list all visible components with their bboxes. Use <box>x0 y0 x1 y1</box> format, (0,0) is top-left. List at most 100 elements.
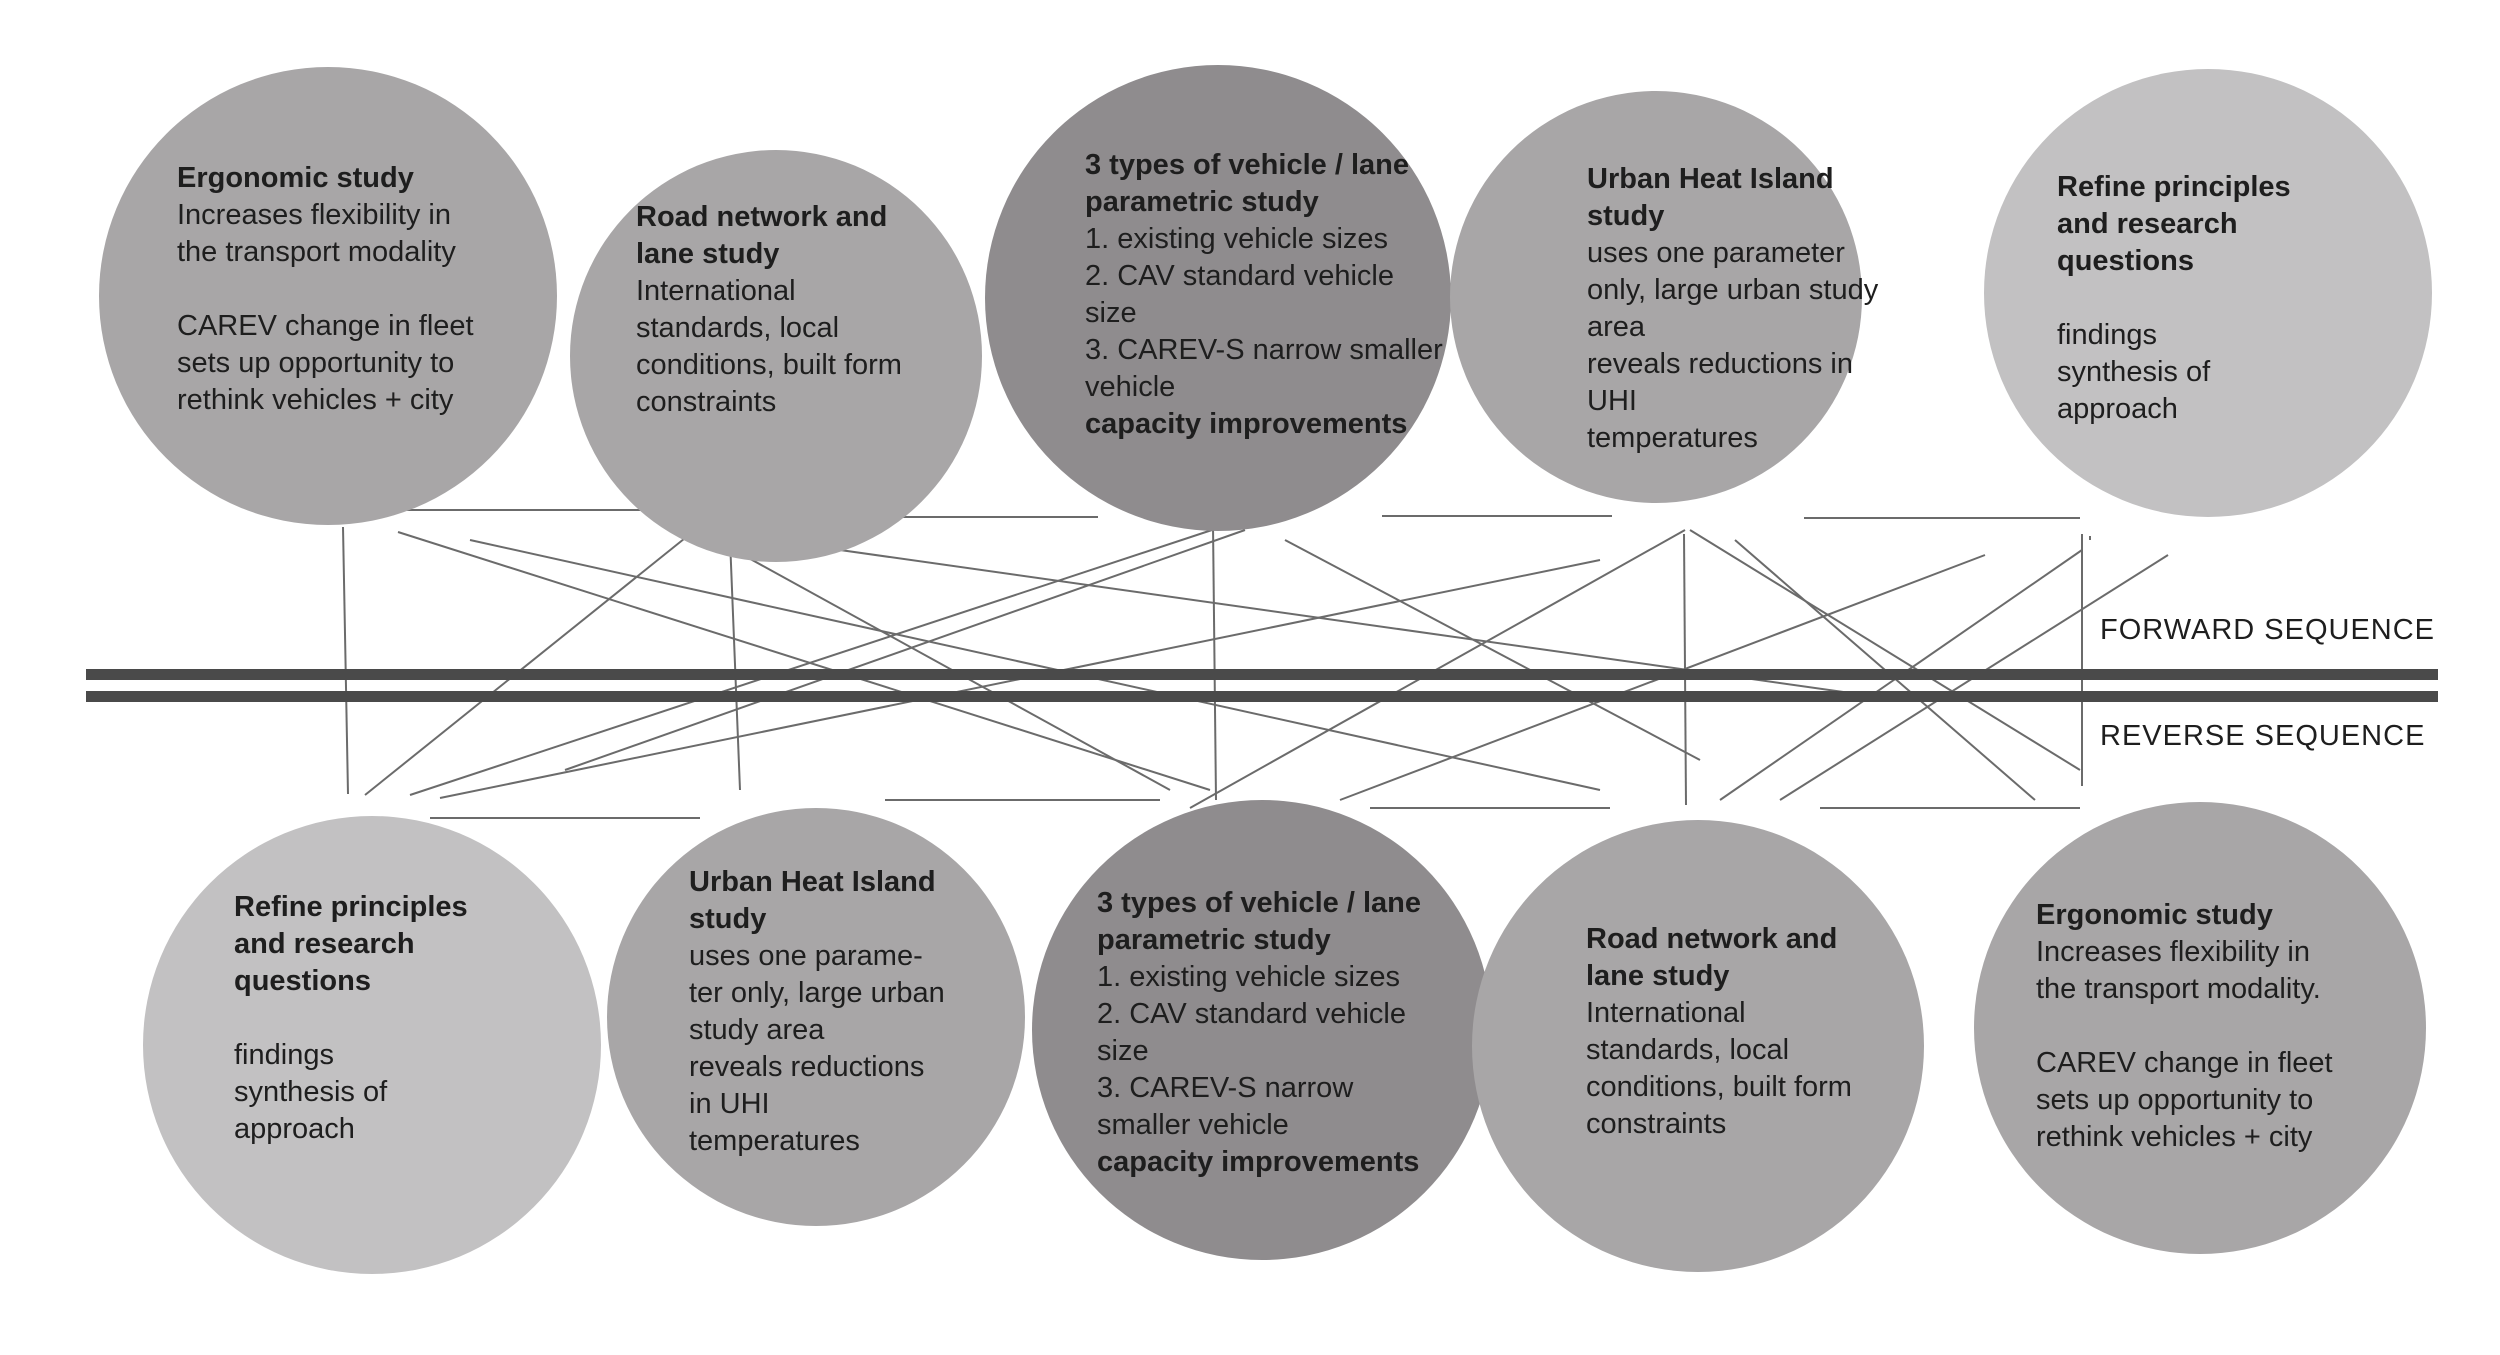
connector-line <box>469 539 1601 791</box>
circle-body-line: standards, local <box>636 312 840 344</box>
circle-emphasis-line: capacity improvements <box>1097 1146 1420 1178</box>
circle-body-line: ter only, large urban <box>689 977 945 1009</box>
connector-line <box>1212 524 1217 801</box>
circle-heading-line: and research <box>2057 208 2238 240</box>
circle-heading-line: Refine principles <box>2057 171 2291 203</box>
circle-body-line: CAREV change in fleet <box>177 310 474 342</box>
circle-body-line: size <box>1097 1035 1149 1067</box>
circle-heading-line: study <box>1587 200 1665 232</box>
circle-body-line: uses one parame- <box>689 940 923 972</box>
circle-body-line <box>2036 1008 2333 1045</box>
connector-line <box>342 526 349 795</box>
circle-body-line: findings <box>234 1039 334 1071</box>
circle-body-line: reveals reductions in <box>1587 348 1853 380</box>
circle-body-line: standards, local <box>1586 1034 1790 1066</box>
circle-body-line: findings <box>2057 319 2157 351</box>
circle-body-line: temperatures <box>689 1125 860 1157</box>
connector-line <box>409 527 1219 796</box>
circle-body-line: sets up opportunity to <box>2036 1084 2314 1116</box>
circle-body-line <box>234 1000 468 1037</box>
connector-line <box>564 529 1246 771</box>
circle-body-line <box>177 271 474 308</box>
circle-body-line: uses one parameter <box>1587 237 1845 269</box>
circle-body-line: 3. CAREV-S narrow smaller <box>1085 334 1443 366</box>
circle-body-line: smaller vehicle <box>1097 1109 1289 1141</box>
reverse-circle-refine-principles <box>143 816 601 1274</box>
reverse-circle-vehicle-lane-parametric-study <box>1032 800 1492 1260</box>
circle-body-line: temperatures <box>1587 422 1758 454</box>
reverse-sequence-band <box>86 691 2438 702</box>
circle-heading-line: questions <box>234 965 371 997</box>
circle-heading-line: Ergonomic study <box>177 162 414 194</box>
connector-line <box>1284 539 1701 761</box>
circle-body-line: rethink vehicles + city <box>2036 1121 2313 1153</box>
circle-heading-line: Road network and <box>1586 923 1838 955</box>
circle-heading-line: study <box>689 903 767 935</box>
circle-body-line: Increases flexibility in <box>2036 936 2310 968</box>
reverse-circle-road-network-study <box>1472 820 1924 1272</box>
circle-body-line: 1. existing vehicle sizes <box>1085 223 1389 255</box>
circle-heading-line: Refine principles <box>234 891 468 923</box>
circle-body-line: International <box>1586 997 1746 1029</box>
circle-heading-line: lane study <box>636 238 780 270</box>
forward-circle-urban-heat-island-study <box>1450 91 1862 503</box>
circle-body-line: the transport modality. <box>2036 973 2321 1005</box>
reverse-sequence-label: REVERSE SEQUENCE <box>2100 720 2426 752</box>
circle-body-line: 3. CAREV-S narrow <box>1097 1072 1354 1104</box>
circle-heading-line: and research <box>234 928 415 960</box>
connector-line <box>1689 529 2081 771</box>
circle-heading-line: parametric study <box>1085 186 1319 218</box>
circle-body-line: the transport modality <box>177 236 456 268</box>
connector-line <box>724 544 1171 791</box>
connector-line <box>728 513 741 791</box>
connector-line <box>397 531 1211 791</box>
reverse-text-urban-heat-island-study: Urban Heat Island study uses one parame-te… <box>689 864 945 1160</box>
circle-body-line: UHI <box>1587 385 1637 417</box>
circle-body-line: CAREV change in fleet <box>2036 1047 2333 1079</box>
circle-body-line: study area <box>689 1014 825 1046</box>
circle-body-line: conditions, built form <box>1586 1071 1852 1103</box>
circle-body-line: constraints <box>1586 1108 1727 1140</box>
circle-heading-line: Urban Heat Island <box>689 866 936 898</box>
circle-body-line: sets up opportunity to <box>177 347 455 379</box>
circle-heading-line: parametric study <box>1097 924 1331 956</box>
circle-body-line: 1. existing vehicle sizes <box>1097 961 1401 993</box>
forward-sequence-band <box>86 669 2438 680</box>
forward-circle-vehicle-lane-parametric-study <box>985 65 1451 531</box>
circle-body-line: International <box>636 275 796 307</box>
circle-body-line <box>2057 280 2291 317</box>
forward-text-urban-heat-island-study: Urban Heat Island study uses one parameter… <box>1587 161 1878 457</box>
circle-heading-line: lane study <box>1586 960 1730 992</box>
circle-body-line: area <box>1587 311 1646 343</box>
circle-heading-line: Ergonomic study <box>2036 899 2273 931</box>
circle-body-line: synthesis of <box>234 1076 388 1108</box>
circle-body-line: rethink vehicles + city <box>177 384 454 416</box>
forward-text-refine-principles: Refine principles and research questions fi… <box>2057 169 2291 428</box>
circle-body-line: approach <box>2057 393 2178 425</box>
circle-body-line: Increases flexibility in <box>177 199 451 231</box>
circle-heading-line: questions <box>2057 245 2194 277</box>
circle-body-line: in UHI <box>689 1088 770 1120</box>
circle-body-line: 2. CAV standard vehicle <box>1097 998 1406 1030</box>
circle-emphasis-line: capacity improvements <box>1085 408 1408 440</box>
reverse-circle-urban-heat-island-study <box>607 808 1025 1226</box>
circle-body-line: synthesis of <box>2057 356 2211 388</box>
forward-circle-refine-principles <box>1984 69 2432 517</box>
connector-line <box>364 509 721 796</box>
reverse-text-refine-principles: Refine principles and research questions fi… <box>234 889 468 1148</box>
circle-heading-line: Urban Heat Island <box>1587 163 1834 195</box>
circle-body-line: 2. CAV standard vehicle <box>1085 260 1394 292</box>
circle-body-line: size <box>1085 297 1137 329</box>
circle-body-line: conditions, built form <box>636 349 902 381</box>
circle-body-line: vehicle <box>1085 371 1176 403</box>
forward-sequence-label: FORWARD SEQUENCE <box>2100 614 2436 646</box>
circle-body-line: only, large urban study <box>1587 274 1879 306</box>
circle-body-line: constraints <box>636 386 777 418</box>
